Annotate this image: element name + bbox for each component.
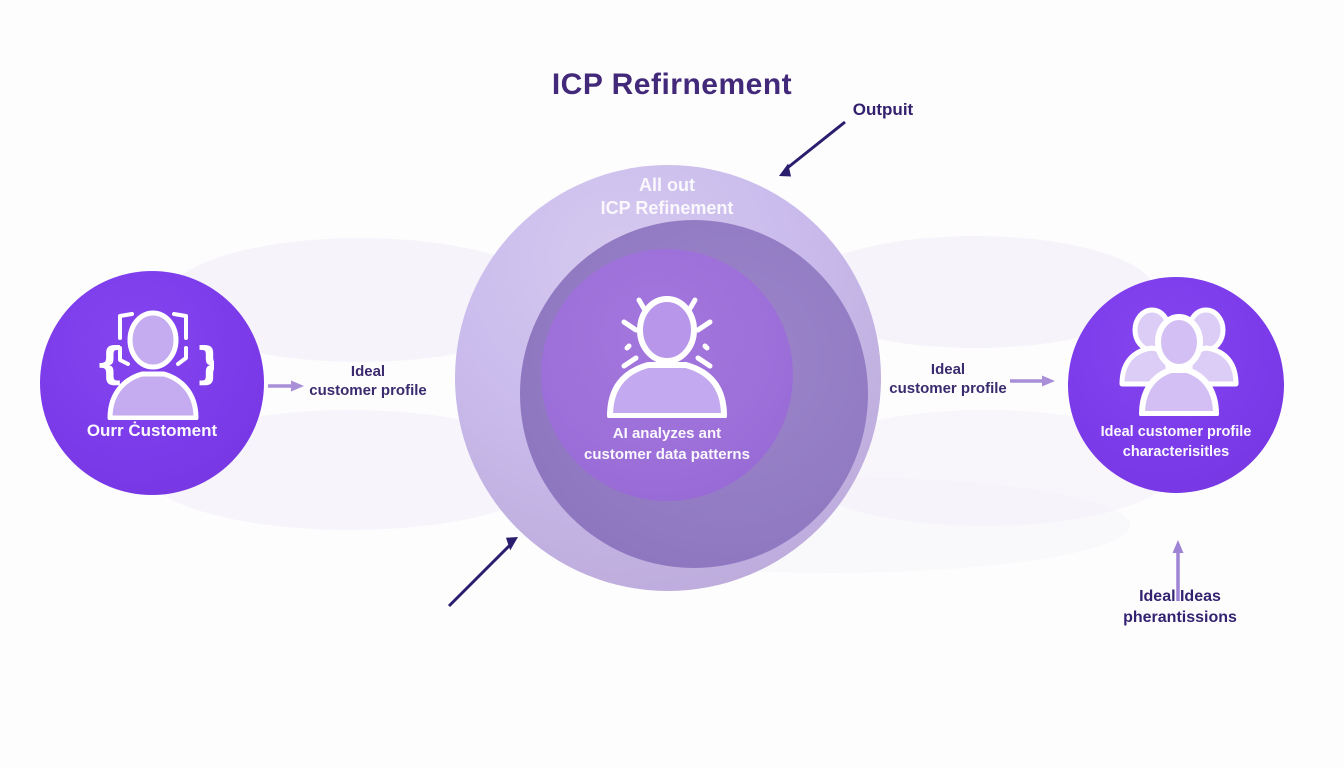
center-heading: All out ICP Refinement — [517, 174, 817, 220]
bottom-annotation-line1: Ideal Ideas — [1139, 588, 1221, 605]
center-caption-line2: customer data patterns — [584, 446, 750, 463]
flow-left-label: Ideal customer profile — [288, 362, 448, 400]
flow-left-line1: Ideal — [350, 363, 386, 380]
left-node-label: Ourr Ċustoment — [86, 421, 218, 440]
people-group-icon — [1119, 307, 1239, 416]
right-node-label-line2: characterisitles — [1122, 444, 1230, 460]
center-caption: AI analyzes ant customer data patterns — [526, 423, 808, 465]
diagram-title: ICP Refirnement — [551, 68, 793, 101]
svg-text:}: } — [194, 338, 214, 389]
insight-person-icon — [607, 296, 727, 418]
flow-right-line2: customer profile — [889, 380, 1007, 397]
right-node-label-line1: Ideal customer profile — [1100, 424, 1252, 440]
bottom-annotation-line2: pherantissions — [1123, 609, 1237, 626]
flow-right-label: Ideal customer profile — [868, 360, 1028, 398]
center-caption-line1: AI analyzes ant — [612, 425, 722, 442]
flow-left-line2: customer profile — [309, 382, 427, 399]
bottom-annotation: Ideal Ideas pherantissions — [1078, 586, 1282, 628]
output-annotation-label: Outpuit — [852, 100, 914, 119]
face-scan-icon: { } — [94, 310, 214, 420]
right-node-label: Ideal customer profile characterisitles — [1062, 422, 1290, 462]
svg-text:{: { — [94, 338, 125, 389]
center-heading-line1: All out — [639, 175, 695, 195]
flow-right-line1: Ideal — [930, 361, 966, 378]
center-heading-line2: ICP Refinement — [600, 198, 734, 218]
